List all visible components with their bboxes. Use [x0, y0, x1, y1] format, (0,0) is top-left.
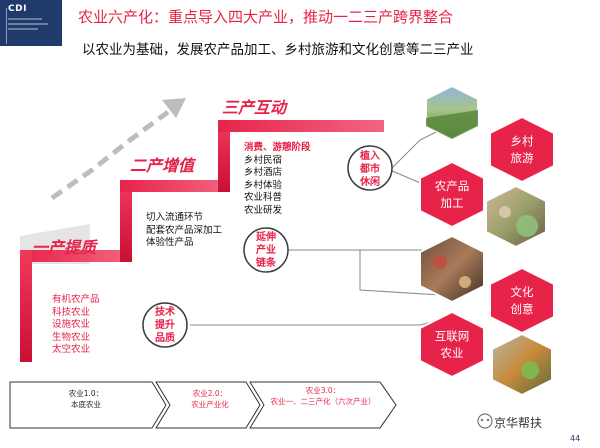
stage2-label: 二产增值	[130, 156, 195, 175]
list-item: 太空农业	[52, 344, 91, 355]
era-arrow-3	[249, 381, 397, 429]
watermark: 京华帮扶	[494, 416, 543, 430]
era3-name: 农业3.0：	[305, 386, 341, 395]
rising-arrow-head	[162, 98, 186, 118]
plant-bubble	[347, 145, 393, 191]
list-item: 设施农业	[52, 319, 91, 330]
era-arrow-1	[9, 381, 167, 429]
list-item: 乡村民宿	[244, 154, 283, 166]
rising-arrow-line	[50, 109, 170, 201]
hex-photo-3	[419, 234, 485, 304]
stage3-label: 三产互动	[222, 98, 287, 117]
wechat-icon	[477, 413, 493, 429]
page-subtitle: 以农业为基础，发展农产品加工、乡村旅游和文化创意等二三产业	[82, 42, 474, 58]
connector-line	[389, 129, 441, 171]
hex-label-culture: 文化 创意	[510, 285, 534, 316]
era2-desc: 农业产业化	[191, 400, 229, 409]
list-item: 生物农业	[52, 331, 91, 343]
list-item: 配套农产品深加工	[146, 224, 223, 236]
connector-line	[190, 319, 441, 326]
stage1-items: 有机农产品 科技农业 设施农业 生物农业 太空农业	[52, 294, 100, 357]
era2-text: 农业2.0： 农业产业化	[172, 388, 248, 410]
connector-line	[286, 249, 441, 296]
stage2-riser	[120, 180, 132, 262]
hex-rural-tourism	[489, 115, 555, 184]
era1-text: 农业1.0： 本底农业	[40, 388, 132, 410]
era2-name: 农业2.0：	[192, 389, 228, 398]
stage2-bar	[120, 180, 230, 192]
stage3-heading: 消费、游憩阶段	[244, 142, 311, 153]
hex-label-rural-tourism: 乡村 旅游	[510, 134, 534, 165]
era1-desc: 本底农业	[71, 400, 101, 409]
tech-bubble-label: 技术 提升 品质	[155, 307, 175, 344]
hex-photo-2	[485, 184, 547, 249]
era-arrow-2	[155, 381, 261, 429]
logo-stripe	[6, 8, 7, 44]
page-title: 农业六产化：重点导入四大产业，推动一二三产跨界整合	[78, 8, 454, 26]
plant-bubble-label: 植入 都市 休闲	[360, 151, 380, 188]
logo-text: CDI	[8, 4, 27, 14]
page-number: 44	[570, 434, 581, 443]
list-item: 科技农业	[52, 306, 91, 318]
logo-line	[8, 23, 48, 25]
list-item: 乡村酒店	[244, 167, 283, 178]
hex-internet-agri	[419, 310, 485, 379]
era3-text: 农业3.0： 农业一、二三产化（六次产业）	[266, 385, 380, 407]
era1-name: 农业1.0：	[68, 389, 104, 398]
list-item: 农业研发	[244, 204, 283, 216]
list-item: 切入流通环节	[146, 212, 204, 223]
hex-label-processing: 农产品 加工	[434, 179, 470, 210]
list-item: 有机农产品	[52, 294, 100, 305]
extend-bubble-label: 延伸 产业 链条	[256, 232, 276, 269]
stage3-items: 消费、游憩阶段 乡村民宿 乡村酒店 乡村体验 农业科普 农业研发	[244, 142, 311, 217]
tech-bubble	[142, 302, 188, 348]
logo-line	[8, 18, 42, 20]
era3-desc: 农业一、二三产化（六次产业）	[270, 397, 376, 406]
list-item: 体验性产品	[146, 237, 194, 248]
extend-bubble	[243, 227, 289, 273]
hex-photo-4	[491, 332, 553, 397]
list-item: 农业科普	[244, 192, 283, 203]
hex-photo-1	[425, 84, 479, 141]
stage1-bar	[20, 250, 132, 262]
stage1-label: 一产提质	[32, 238, 97, 257]
hex-processing	[419, 160, 485, 229]
hex-label-internet-agri: 互联网 农业	[434, 329, 470, 360]
logo: CDI	[0, 0, 62, 46]
stage3-bar	[218, 120, 384, 132]
stage2-items: 切入流通环节 配套农产品深加工 体验性产品	[146, 212, 222, 250]
hex-culture	[489, 266, 555, 335]
logo-line	[8, 28, 38, 30]
stage3-riser	[218, 120, 230, 192]
stage1-column	[20, 250, 32, 362]
list-item: 乡村体验	[244, 179, 283, 191]
